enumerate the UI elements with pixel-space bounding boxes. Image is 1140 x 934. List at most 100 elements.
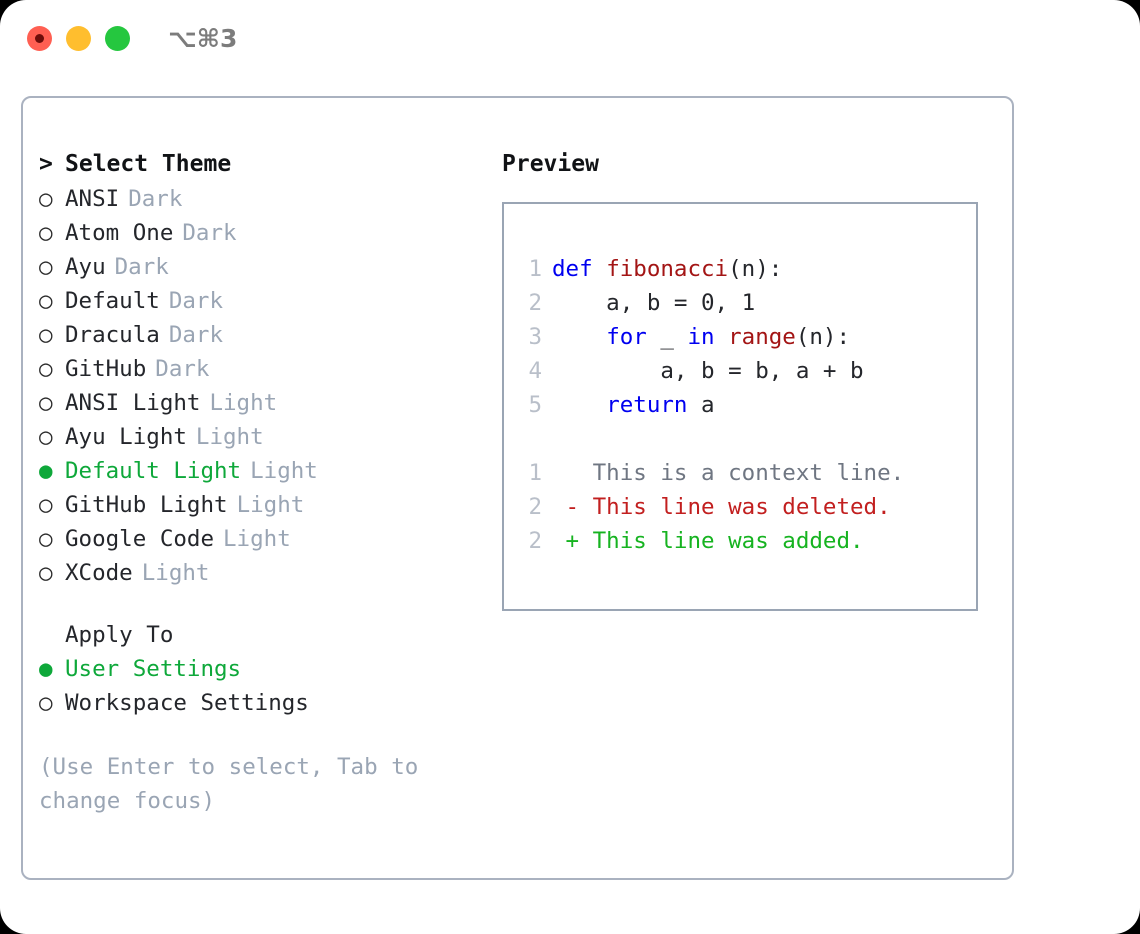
traffic-lights [27,26,130,51]
radio-unselected-icon[interactable]: ○ [39,560,53,586]
theme-name: Dracula [65,322,160,348]
code-blank-line [518,422,904,456]
theme-name: ANSI Light [65,390,201,416]
theme-category-badge: Light [250,458,318,484]
theme-picker-header: > Select Theme [39,146,489,182]
apply-to-heading: ○ Apply To [39,618,489,652]
code-token [552,324,606,350]
line-number: 2 [528,528,542,554]
code-token: (n): [728,256,783,282]
radio-unselected-icon[interactable]: ○ [39,254,53,280]
theme-category-badge: Dark [168,288,224,314]
theme-category-badge: Dark [114,254,169,280]
theme-list-item[interactable]: ○ ANSI Dark [39,182,489,216]
theme-category-badge: Light [236,492,305,518]
diff-line: 2 - This line was deleted. [518,490,904,524]
diff-line: 2 + This line was added. [518,524,904,558]
code-token: for [606,324,647,350]
theme-name: ANSI [65,186,120,212]
radio-unselected-icon[interactable]: ○ [39,424,53,450]
theme-name: Ayu [65,254,106,280]
theme-name: Default Light [65,458,242,484]
code-line: 4 a, b = b, a + b [518,354,904,388]
code-token [552,392,606,418]
theme-list-item[interactable]: ○ Dracula Dark [39,318,489,352]
code-token: range [728,324,796,350]
code-token: a, b = b, a + b [552,358,864,384]
theme-name: Default [65,288,160,314]
theme-category-badge: Light [195,424,264,450]
radio-unselected-icon[interactable]: ○ [39,356,53,382]
theme-list-item[interactable]: ○ Ayu Dark [39,250,489,284]
line-number: 1 [528,256,542,282]
radio-unselected-icon[interactable]: ○ [39,322,53,348]
prompt-caret-icon: > [39,151,53,177]
apply-to-list[interactable]: ● User Settings ○ Workspace Settings [39,652,489,720]
radio-unselected-icon[interactable]: ○ [39,526,53,552]
line-number: 5 [528,392,542,418]
theme-category-badge: Light [141,560,210,586]
theme-category-badge: Dark [182,220,237,246]
page-title: Select Theme [65,151,232,177]
radio-unselected-icon[interactable]: ○ [39,288,53,314]
code-token: _ [646,324,688,350]
code-token: (n): [795,324,851,350]
theme-name: Atom One [65,220,174,246]
theme-list-item[interactable]: ○ Default Dark [39,284,489,318]
theme-list-item[interactable]: ○ Atom One Dark [39,216,489,250]
code-token: fibonacci [606,256,729,282]
radio-unselected-icon[interactable]: ○ [39,690,53,716]
line-number: 3 [528,324,542,350]
spacer [39,590,489,618]
apply-to-option-label: User Settings [65,656,242,682]
code-line: 3 for _ in range(n): [518,320,904,354]
code-token [715,324,729,350]
theme-category-badge: Dark [155,356,210,382]
radio-selected-icon[interactable]: ● [39,656,53,682]
diff-text: This is a context line. [552,460,905,486]
diff-text: + This line was added. [552,528,864,554]
preview-title: Preview [502,151,599,177]
minimize-button-icon[interactable] [66,26,91,51]
code-token: def [552,256,607,282]
radio-unselected-icon[interactable]: ○ [39,220,53,246]
radio-selected-icon[interactable]: ● [39,458,53,484]
theme-list-item[interactable]: ○ Ayu Light Light [39,420,489,454]
theme-name: GitHub Light [65,492,228,518]
close-button-icon[interactable] [27,26,52,51]
code-line: 1 def fibonacci(n): [518,252,904,286]
apply-to-item[interactable]: ○ Workspace Settings [39,686,489,720]
bullet-placeholder-icon: ○ [39,618,65,652]
radio-unselected-icon[interactable]: ○ [39,390,53,416]
apply-to-item[interactable]: ● User Settings [39,652,489,686]
code-line: 5 return a [518,388,904,422]
line-number: 2 [528,494,542,520]
radio-unselected-icon[interactable]: ○ [39,492,53,518]
window-title-shortcut: ⌥⌘3 [168,24,238,53]
code-token: a, b = 0, 1 [552,290,756,316]
code-token: in [687,324,715,350]
line-number: 4 [528,358,542,384]
theme-category-badge: Dark [128,186,183,212]
theme-list-item[interactable]: ● Default Light Light [39,454,489,488]
line-number: 2 [528,290,542,316]
diff-text: - This line was deleted. [552,494,891,520]
line-number: 1 [528,460,542,486]
theme-category-badge: Dark [168,322,224,348]
theme-list-item[interactable]: ○ GitHub Light Light [39,488,489,522]
maximize-button-icon[interactable] [105,26,130,51]
radio-unselected-icon[interactable]: ○ [39,186,53,212]
theme-name: Ayu Light [65,424,187,450]
code-line: 2 a, b = 0, 1 [518,286,904,320]
apply-to-option-label: Workspace Settings [65,690,309,716]
